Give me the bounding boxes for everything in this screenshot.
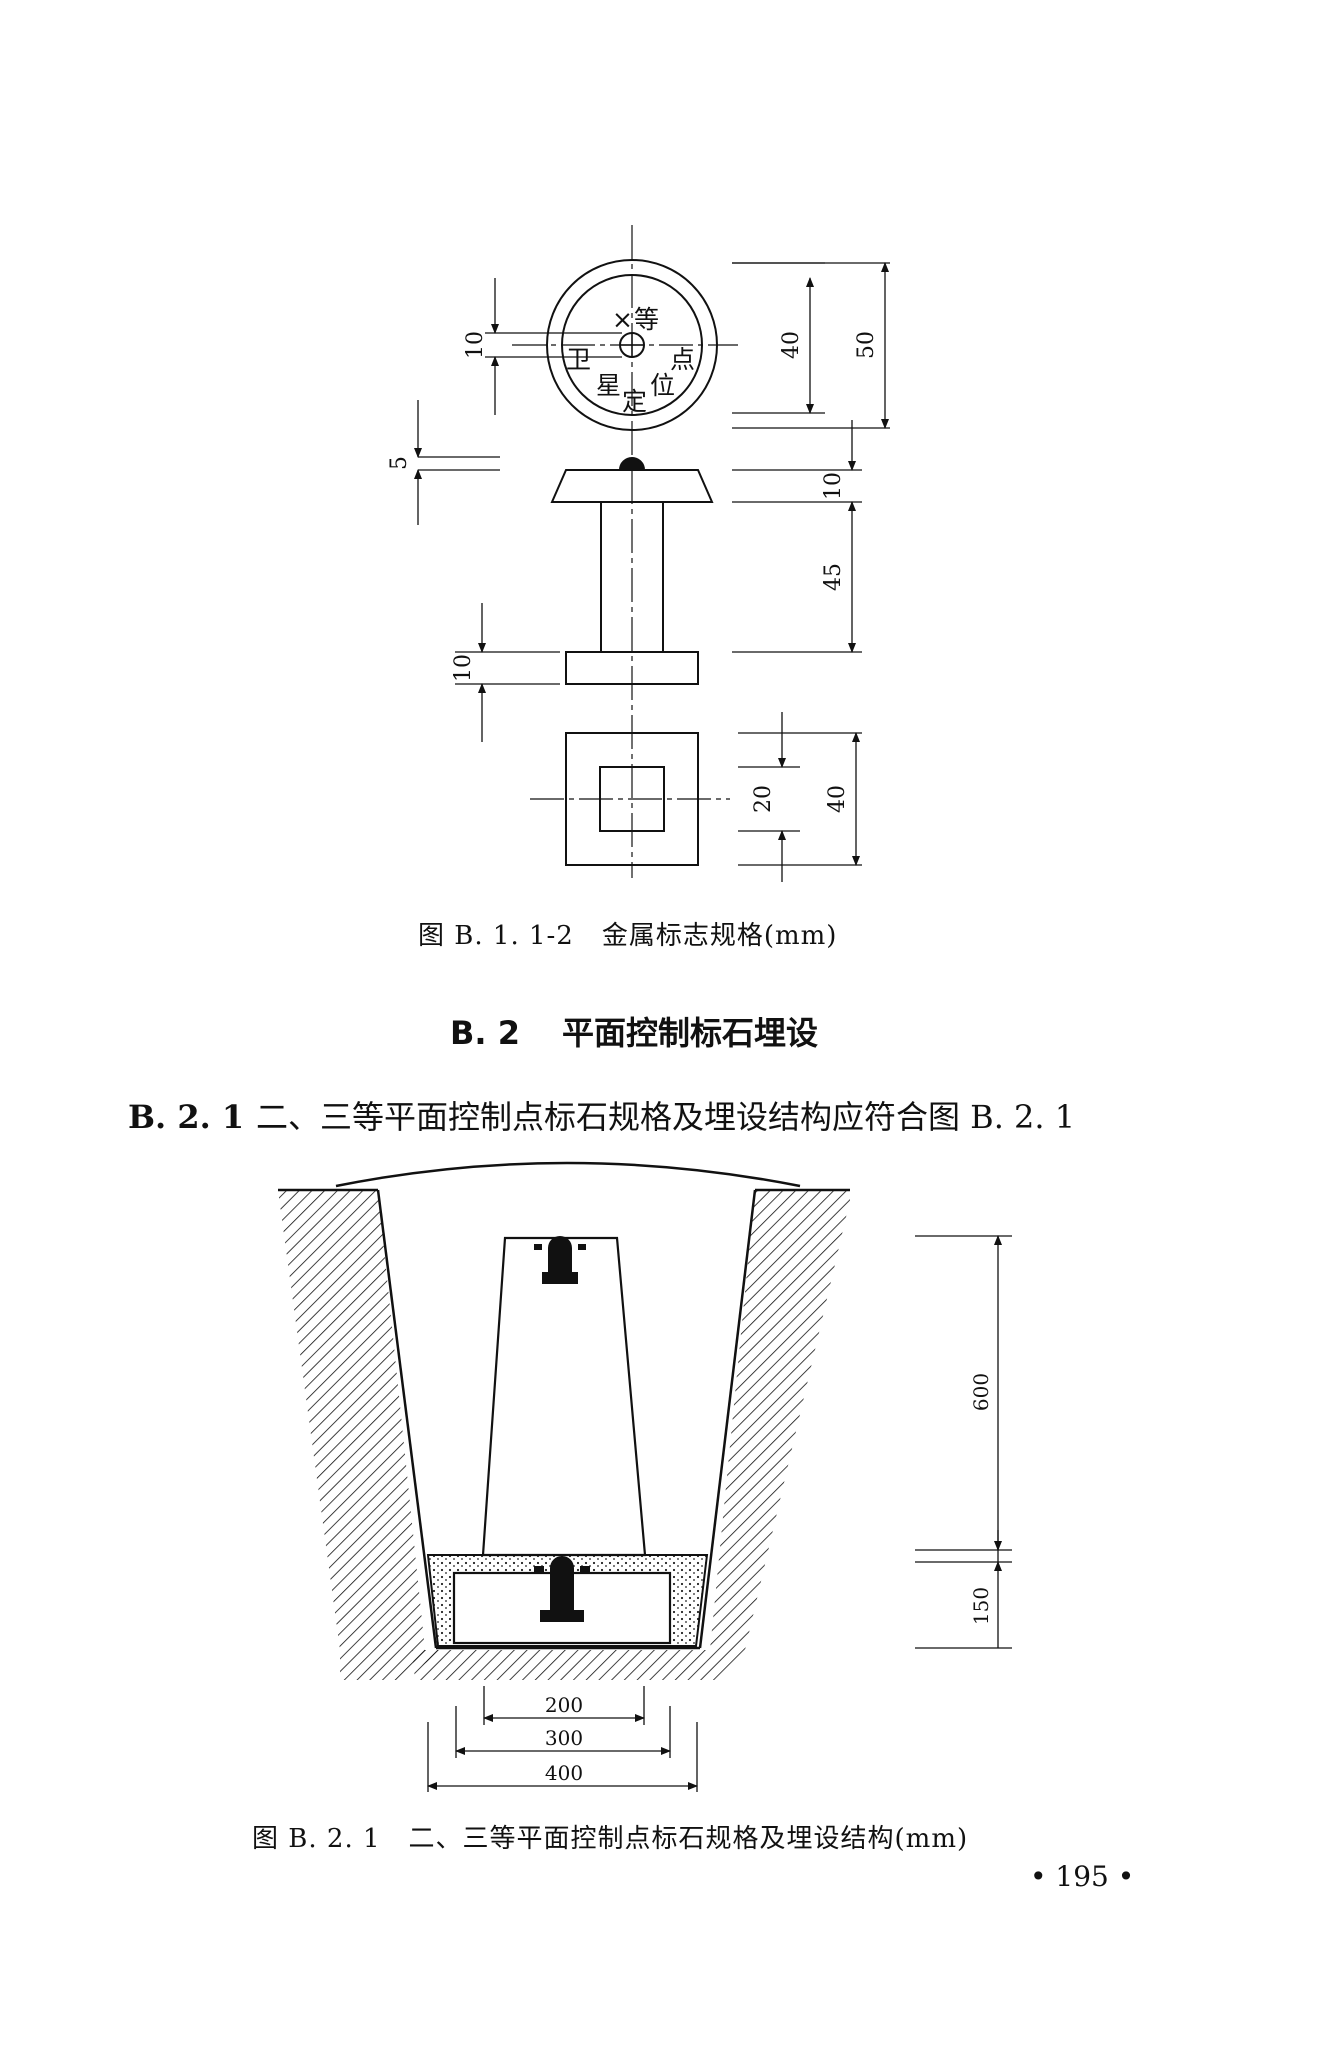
metal-mark-drawing: [512, 225, 738, 878]
page-number: • 195 •: [1030, 1860, 1135, 1893]
clause-text: 二、三等平面控制点标石规格及埋设结构应符合图 B. 2. 1: [256, 1098, 1076, 1136]
figure-caption-b21-label: 图 B. 2. 1: [252, 1824, 381, 1854]
dim-inner-square: 20: [751, 785, 776, 813]
clause-number: B. 2. 1: [128, 1098, 245, 1136]
dim-inner-diameter: 40: [779, 331, 804, 359]
clause-b21: B. 2. 1 二、三等平面控制点标石规格及埋设结构应符合图 B. 2. 1: [128, 1092, 1075, 1138]
dim-width-300: 300: [545, 1726, 583, 1750]
section-heading: B. 2 平面控制标石埋设: [450, 1008, 818, 1054]
dim-upper-depth: 600: [969, 1373, 993, 1411]
dim-width-200: 200: [545, 1693, 583, 1717]
dim-width-400: 400: [545, 1761, 583, 1785]
dim-outer-square: 40: [825, 785, 850, 813]
metal-mark-dimension-labels: 10 40 50 5 10 45 10 20 40: [387, 331, 879, 813]
dim-lower-depth: 150: [969, 1587, 993, 1625]
engraved-text: × 等 卫 点 星 定 位: [566, 305, 695, 416]
engraved-char-ding: 定: [622, 387, 647, 416]
dim-base-height: 10: [451, 654, 476, 682]
dim-center-diameter: 10: [463, 331, 488, 359]
figure-caption-b1-text: 金属标志规格(mm): [601, 921, 838, 951]
metal-mark-dimensions: [414, 262, 890, 882]
monument-dimensions: [427, 1235, 1012, 1792]
monument-dimension-labels: 600 150 200 300 400: [545, 1373, 993, 1785]
engraved-char-dian: 点: [670, 345, 695, 374]
figure-caption-b1-label: 图 B. 1. 1-2: [418, 921, 574, 951]
grade-character: 等: [634, 305, 659, 334]
section-title: 平面控制标石埋设: [561, 1014, 818, 1052]
figure-caption-b21: 图 B. 2. 1 二、三等平面控制点标石规格及埋设结构(mm): [252, 1818, 968, 1855]
dim-outer-diameter: 50: [854, 331, 879, 359]
engraved-char-wei2: 位: [650, 371, 675, 400]
engraved-char-xing: 星: [596, 371, 621, 400]
dim-stem-height: 45: [821, 563, 846, 591]
grade-symbol: ×: [612, 305, 633, 334]
dim-dome-height: 5: [387, 456, 412, 470]
figure-caption-b1: 图 B. 1. 1-2 金属标志规格(mm): [418, 915, 837, 952]
monument-burial-drawing: [278, 1161, 850, 1680]
engraved-char-wei: 卫: [566, 345, 591, 374]
figure-caption-b21-text: 二、三等平面控制点标石规格及埋设结构(mm): [408, 1824, 969, 1854]
section-number: B. 2: [450, 1014, 520, 1052]
dim-cap-height: 10: [821, 472, 846, 500]
